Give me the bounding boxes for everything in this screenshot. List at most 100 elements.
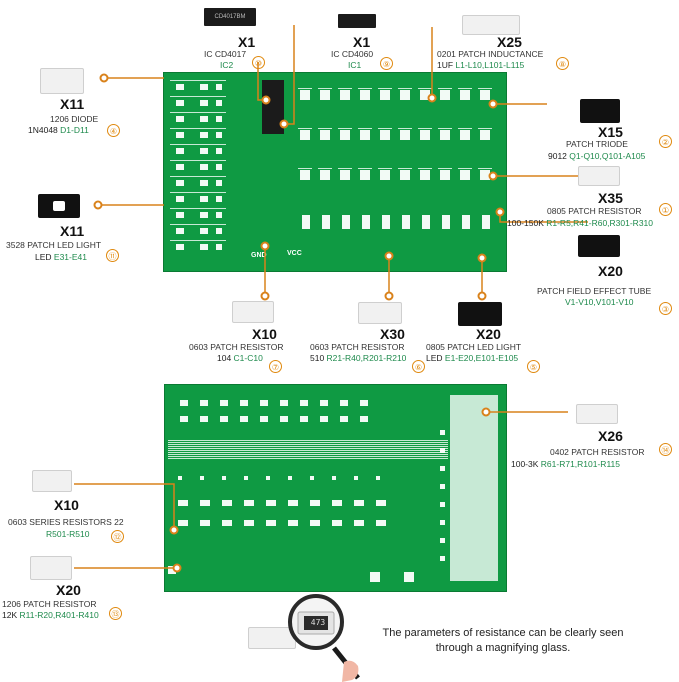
via [200,476,204,480]
resistor-pad [244,520,254,526]
transistor-pad [320,170,330,180]
fet-pad [462,215,470,229]
trace-line [168,446,448,447]
diode-pad [216,228,222,234]
resistor-pad [200,228,208,234]
led0805-ref: LED E1-E20,E101-E105 [426,353,519,363]
fet-badge: ③ [659,302,672,315]
inductance-qty: X25 [497,34,522,50]
silk-line [338,168,352,169]
silk-line [358,168,372,169]
trace-line [168,450,448,451]
resistor-pad [178,520,188,526]
magnifier-marking: 473 [310,618,326,627]
pad [404,572,414,582]
ic2-qty: X1 [238,34,256,50]
diode-pad [216,244,222,250]
silk-line [170,80,226,81]
resistor-pad [200,500,210,506]
transistor-pad [440,90,450,100]
diode-pad [216,148,222,154]
silk-line [170,176,226,177]
pad [370,572,380,582]
resistor-0603a-image [232,301,274,323]
trace-line [168,454,448,455]
led-pad [176,116,184,122]
pad [360,416,368,422]
trace-line [168,458,448,459]
ic1-badge: ⑨ [380,57,393,70]
via [266,476,270,480]
resistor-pad [200,100,208,106]
transistor-pad [420,90,430,100]
led-pad [176,244,184,250]
fet-pad [382,215,390,229]
resistor-pad [200,148,208,154]
res0603a-name: 0603 PATCH RESISTOR [189,342,284,352]
resistor-pad [222,520,232,526]
res0402-badge: ⑭ [659,443,672,456]
silk-line [398,88,412,89]
transistor-pad [340,90,350,100]
resistor-pad [200,164,208,170]
triode-qty: X15 [598,124,623,140]
led3528-name: 3528 PATCH LED LIGHT [6,240,102,250]
led-pad [176,100,184,106]
res0603b-badge: ⑥ [412,360,425,373]
silk-line [170,240,226,241]
silk-line [358,88,372,89]
vcc-label: VCC [287,250,302,257]
via [244,476,248,480]
silk-line [438,88,452,89]
trace-line [168,442,448,443]
transistor-pad [340,130,350,140]
resistor-pad [222,500,232,506]
silk-line [418,88,432,89]
fet-pad [362,215,370,229]
silk-line [438,168,452,169]
led-pad [176,196,184,202]
silk-line [298,128,312,129]
via [440,538,445,543]
fet-qty: X20 [598,263,623,279]
gnd-label: GND [251,252,267,259]
transistor-pad [440,170,450,180]
pad [200,400,208,406]
via [440,430,445,435]
diode-pad [216,132,222,138]
led-pad [176,132,184,138]
trace-line [168,456,448,457]
pad [300,416,308,422]
transistor-pad [460,90,470,100]
transistor-pad [320,90,330,100]
triode-image [580,99,620,123]
res0603a-badge: ⑦ [269,360,282,373]
transistor-pad [400,130,410,140]
diode-pad [216,212,222,218]
resistor-pad [200,520,210,526]
via [178,476,182,480]
diode-qty: X11 [60,96,85,112]
silk-line [378,88,392,89]
silk-line [298,88,312,89]
silk-line [318,88,332,89]
via [440,448,445,453]
via [440,520,445,525]
silk-line [478,128,492,129]
silk-line [358,128,372,129]
diode-pad [216,116,222,122]
fet-pad [482,215,490,229]
board-ic-chip [262,80,284,134]
transistor-pad [380,170,390,180]
resistor-pad [310,500,320,506]
resistor-pad [200,84,208,90]
triode-ref: 9012 Q1-Q10,Q101-A105 [548,151,646,161]
resistor-pad [266,500,276,506]
silk-line [170,224,226,225]
led-pad [176,180,184,186]
transistor-pad [460,170,470,180]
inductance-name: 0201 PATCH INDUCTANCE [437,49,544,59]
silk-line [170,160,226,161]
fet-pad [422,215,430,229]
